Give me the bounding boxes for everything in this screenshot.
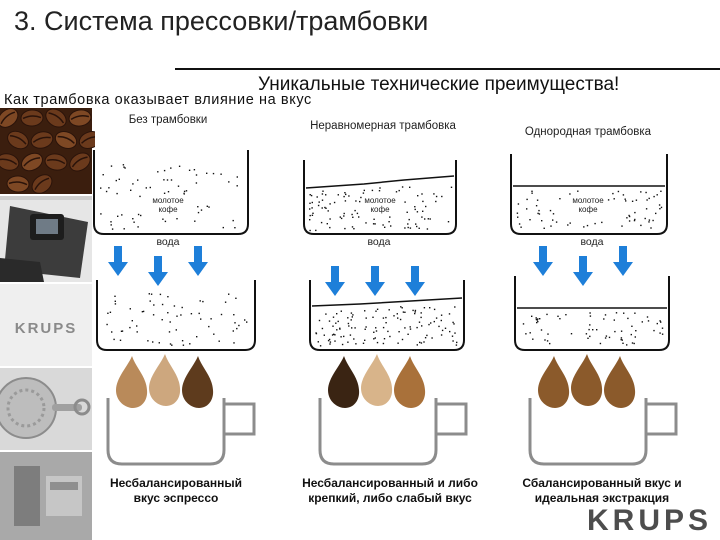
- lower-basket: [97, 280, 255, 350]
- ground-coffee-dots: [106, 293, 247, 346]
- upper-basket: [94, 150, 248, 234]
- coffee-label-3a: молотое: [572, 196, 604, 205]
- caption-even-tamping: Сбалансированный вкус и идеальная экстра…: [492, 476, 712, 506]
- caption-3-line1: Сбалансированный вкус и: [492, 476, 712, 491]
- coffee-drop: [116, 356, 147, 408]
- ground-coffee-dots: [523, 312, 664, 346]
- caption-uneven-tamping: Несбалансированный и либо крепкий, либо …: [280, 476, 500, 506]
- caption-1-line2: вкус эспрессо: [66, 491, 286, 506]
- coffee-drop: [182, 356, 213, 408]
- coffee-label-3b: кофе: [578, 205, 598, 214]
- ground-coffee-dots: [315, 306, 457, 346]
- coffee-cup: [108, 398, 254, 464]
- caption-no-tamping: Несбалансированный вкус эспрессо: [66, 476, 286, 506]
- water-arrow: [365, 266, 385, 296]
- uneven-tamp-line: [312, 298, 462, 306]
- upper-basket: [511, 154, 667, 234]
- coffee-label-2a: молотое: [364, 196, 396, 205]
- coffee-label-2b: кофе: [370, 205, 390, 214]
- caption-2-line1: Несбалансированный и либо: [280, 476, 500, 491]
- water-arrow: [325, 266, 345, 296]
- water-arrow: [108, 246, 128, 276]
- coffee-drop: [394, 356, 425, 408]
- coffee-drop: [604, 356, 635, 408]
- water-arrow: [573, 256, 593, 286]
- water-arrow: [533, 246, 553, 276]
- coffee-drop: [361, 354, 392, 406]
- coffee-cup: [320, 398, 466, 464]
- caption-1-line1: Несбалансированный: [66, 476, 286, 491]
- water-arrow: [405, 266, 425, 296]
- water-arrow: [613, 246, 633, 276]
- coffee-drop: [149, 354, 180, 406]
- coffee-label-1a: молотое: [152, 196, 184, 205]
- coffee-drop: [538, 356, 569, 408]
- water-arrow: [188, 246, 208, 276]
- coffee-label-1b: кофе: [158, 205, 178, 214]
- krups-logo: KRUPS: [587, 504, 712, 538]
- uneven-tamp-line: [306, 176, 454, 188]
- lower-basket: [515, 276, 669, 350]
- coffee-drop: [571, 354, 602, 406]
- coffee-cup: [530, 398, 676, 464]
- coffee-drop: [328, 356, 359, 408]
- caption-2-line2: крепкий, либо слабый вкус: [280, 491, 500, 506]
- water-arrow: [148, 256, 168, 286]
